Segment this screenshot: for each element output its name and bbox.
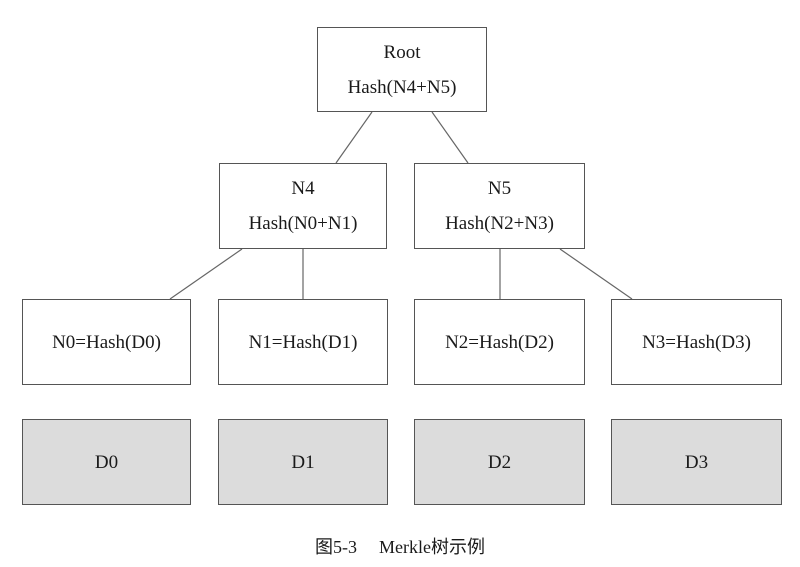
n5-title: N5 xyxy=(487,178,512,199)
data-block-label: D0 xyxy=(94,451,119,473)
edge-root-n5 xyxy=(431,111,469,164)
leaf-node-n3: N3=Hash(D3) xyxy=(611,299,782,385)
figure-caption: 图5-3 Merkle树示例 xyxy=(0,533,800,559)
n4-node: N4 Hash(N0+N1) xyxy=(219,163,387,249)
n4-title: N4 xyxy=(291,178,315,199)
leaf-node-n1: N1=Hash(D1) xyxy=(218,299,388,385)
data-block-d1: D1 xyxy=(218,419,388,505)
edge-root-n4 xyxy=(335,111,373,164)
data-block-d3: D3 xyxy=(611,419,782,505)
n5-node: N5 Hash(N2+N3) xyxy=(414,163,585,249)
root-hash: Hash(N4+N5) xyxy=(347,76,457,98)
leaf-node-n2: N2=Hash(D2) xyxy=(414,299,585,385)
n5-hash: Hash(N2+N3) xyxy=(445,213,554,234)
edge-n5-n3 xyxy=(559,248,633,300)
leaf-label: N0=Hash(D0) xyxy=(52,331,161,353)
data-block-d0: D0 xyxy=(22,419,191,505)
root-title: Root xyxy=(383,41,421,63)
leaf-label: N1=Hash(D1) xyxy=(248,331,358,353)
leaf-label: N2=Hash(D2) xyxy=(445,331,554,353)
figure-title: Merkle树示例 xyxy=(379,537,485,557)
data-block-label: D1 xyxy=(291,451,315,473)
data-block-d2: D2 xyxy=(414,419,585,505)
n4-hash: Hash(N0+N1) xyxy=(248,213,358,234)
leaf-node-n0: N0=Hash(D0) xyxy=(22,299,191,385)
data-block-label: D2 xyxy=(487,451,512,473)
data-block-label: D3 xyxy=(684,451,709,473)
root-node: Root Hash(N4+N5) xyxy=(317,27,487,112)
edge-n4-n0 xyxy=(169,248,243,300)
leaf-label: N3=Hash(D3) xyxy=(642,331,751,353)
figure-number: 图5-3 xyxy=(315,537,357,557)
